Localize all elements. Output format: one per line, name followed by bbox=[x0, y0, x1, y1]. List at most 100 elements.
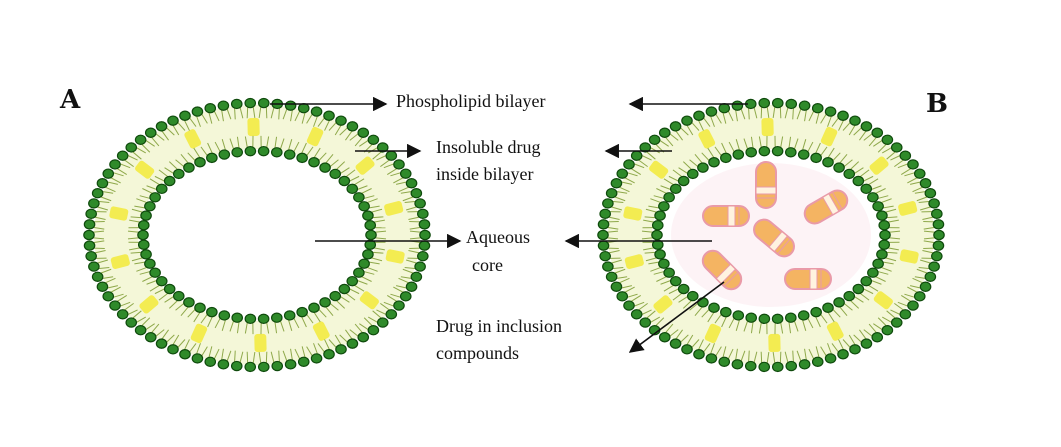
lipid-head bbox=[137, 239, 150, 250]
lipid-head bbox=[899, 150, 912, 161]
lipid-head bbox=[785, 360, 798, 372]
lipid-head bbox=[616, 168, 629, 179]
liposome-a-bilayer-drug bbox=[109, 117, 405, 353]
bilayer-drug-patch bbox=[359, 291, 379, 310]
liposome-b-lipid-heads bbox=[597, 97, 945, 373]
lipid-head bbox=[310, 353, 323, 364]
lipid-head bbox=[270, 147, 283, 158]
lipid-head bbox=[932, 240, 945, 251]
capsule-body bbox=[755, 161, 777, 209]
lipid-head bbox=[418, 240, 431, 251]
lipid-head bbox=[414, 198, 426, 209]
lipid-head bbox=[871, 332, 884, 343]
lipid-head bbox=[860, 183, 873, 195]
lipid-head bbox=[194, 157, 206, 168]
lipid-head bbox=[335, 344, 347, 355]
bilayer-drug-patch bbox=[385, 249, 405, 264]
lipid-head bbox=[720, 152, 732, 164]
capsule-band bbox=[715, 263, 737, 285]
lipid-head bbox=[677, 175, 690, 187]
lipid-head bbox=[297, 103, 310, 114]
lipid-head bbox=[867, 267, 879, 278]
lipid-head bbox=[867, 192, 879, 203]
lipid-head bbox=[697, 162, 709, 173]
lipid-head bbox=[83, 240, 96, 251]
lipid-head bbox=[708, 157, 720, 168]
liposome-a-bilayer-band bbox=[94, 105, 420, 365]
lipid-head bbox=[155, 121, 168, 132]
lipid-head bbox=[924, 187, 937, 199]
lipid-head bbox=[353, 267, 365, 278]
capsule-band bbox=[727, 205, 736, 227]
lipid-head bbox=[140, 210, 152, 221]
inclusion-capsule bbox=[753, 218, 795, 258]
lipid-head bbox=[931, 208, 943, 220]
lipid-head bbox=[597, 219, 610, 230]
capsule-band bbox=[755, 186, 777, 195]
lipid-head bbox=[697, 297, 709, 308]
lipid-head bbox=[364, 239, 377, 250]
lipid-head bbox=[654, 210, 666, 221]
lipid-head bbox=[109, 300, 121, 311]
lipid-head bbox=[405, 281, 418, 292]
lipid-head bbox=[758, 97, 771, 109]
lipid-head bbox=[708, 302, 720, 313]
lipid-head bbox=[338, 175, 351, 187]
lipid-head bbox=[843, 290, 856, 302]
lipid-head bbox=[837, 349, 849, 360]
lipid-head bbox=[876, 249, 888, 260]
lipid-head bbox=[144, 258, 156, 269]
lipid-head bbox=[329, 168, 342, 180]
bilayer-drug-patch bbox=[624, 254, 644, 269]
capsule-body bbox=[784, 268, 832, 290]
lipid-head bbox=[686, 290, 699, 302]
lipid-head bbox=[771, 313, 784, 325]
lipid-head bbox=[296, 306, 308, 318]
lipid-head bbox=[705, 353, 718, 364]
lipid-head bbox=[771, 97, 784, 109]
lipid-head bbox=[616, 291, 629, 302]
lipid-head bbox=[718, 356, 731, 367]
lipid-head bbox=[744, 360, 757, 372]
lipid-head bbox=[681, 115, 693, 126]
lipid-head bbox=[745, 147, 758, 158]
lipid-head bbox=[907, 159, 919, 170]
lipid-head bbox=[358, 201, 370, 212]
lipid-head bbox=[654, 249, 666, 260]
lipid-head bbox=[405, 178, 418, 189]
liposome-a bbox=[83, 97, 431, 373]
capsule-band bbox=[809, 268, 818, 290]
lipid-head bbox=[602, 261, 614, 272]
lipid-head bbox=[811, 356, 824, 367]
lipid-head bbox=[376, 142, 389, 153]
label-insoluble-drug-line2: inside bilayer bbox=[436, 164, 533, 184]
lipid-head bbox=[163, 283, 176, 295]
lipid-head bbox=[811, 103, 824, 114]
lipid-head bbox=[822, 302, 834, 313]
lipid-head bbox=[144, 127, 157, 138]
bilayer-drug-patch bbox=[312, 321, 330, 341]
capsule-body bbox=[702, 205, 750, 227]
lipid-head bbox=[410, 187, 423, 199]
panel-label-a: A bbox=[59, 85, 81, 115]
lipid-head bbox=[357, 127, 370, 138]
lipid-head bbox=[879, 229, 891, 241]
lipid-head bbox=[630, 309, 643, 320]
capsule-stripe bbox=[724, 272, 738, 286]
lipid-head bbox=[364, 220, 377, 231]
lipid-head bbox=[669, 275, 682, 287]
lipid-head bbox=[410, 271, 423, 283]
lipid-head bbox=[257, 145, 270, 157]
lipid-head bbox=[599, 208, 611, 220]
lipid-head bbox=[718, 103, 731, 114]
lipid-head bbox=[881, 324, 894, 336]
label-phospholipid-bilayer: Phospholipid bilayer bbox=[396, 91, 546, 111]
lipid-head bbox=[852, 283, 865, 295]
lipid-head bbox=[669, 183, 682, 195]
lipid-head bbox=[217, 100, 230, 111]
lipid-head bbox=[731, 359, 744, 370]
lipid-head bbox=[362, 249, 374, 260]
bilayer-drug-patch bbox=[698, 129, 716, 149]
lipid-head bbox=[96, 178, 109, 189]
lipid-head bbox=[346, 275, 359, 287]
